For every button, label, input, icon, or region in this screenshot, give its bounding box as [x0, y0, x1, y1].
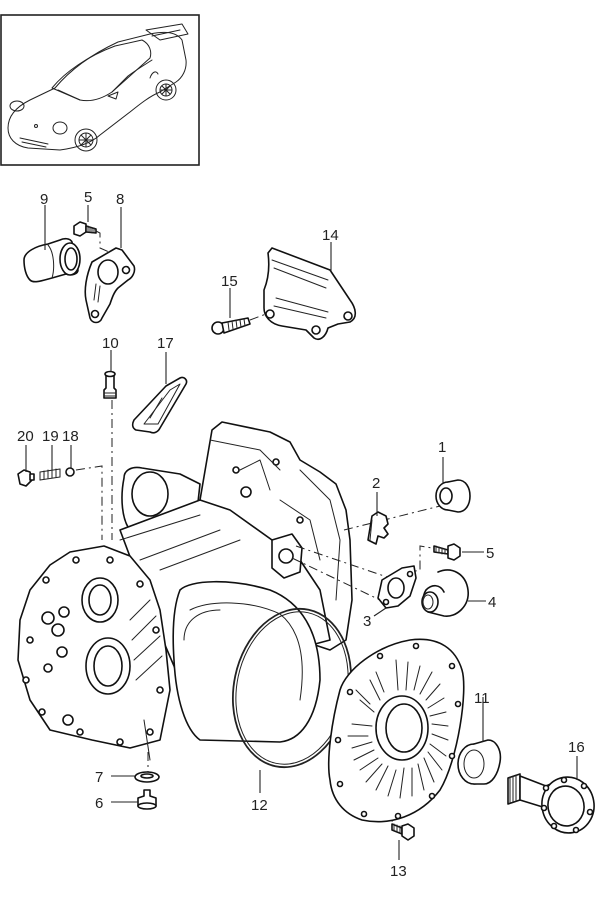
part-20-plug: [17, 469, 35, 487]
callout-labels: 1 2 3 4 5 5 6 7 8 9 10 11 12 13 14 15 16…: [17, 189, 585, 880]
callout-19: 19: [42, 428, 59, 445]
part-1-seal: [435, 479, 471, 513]
callout-18: 18: [62, 428, 79, 445]
part-11-seal: [457, 739, 502, 785]
callout-9: 9: [40, 191, 48, 208]
part-16-flange-shaft: [507, 773, 595, 834]
part-15-screw: [211, 313, 267, 335]
part-5-bolt-top: [73, 221, 119, 257]
part-17-cover: [131, 376, 188, 434]
part-7-washer: [134, 771, 160, 783]
part-6-plug: [137, 789, 157, 810]
part-3-flange: [377, 565, 417, 609]
car-icon: [7, 23, 189, 152]
callout-12: 12: [251, 797, 268, 814]
callout-3: 3: [363, 613, 371, 630]
callout-13: 13: [390, 863, 407, 880]
callout-16: 16: [568, 739, 585, 756]
part-19-spring: [39, 468, 61, 481]
leader-lines: [25, 205, 578, 860]
part-8-bracket: [84, 247, 136, 324]
callout-4: 4: [488, 594, 496, 611]
part-4-boot: [421, 569, 469, 617]
callout-14: 14: [322, 227, 339, 244]
part-5-bolt-right: [433, 543, 461, 561]
part-9-hose: [23, 237, 81, 283]
callout-2: 2: [372, 475, 380, 492]
callout-15: 15: [221, 273, 238, 290]
part-transmission-housing: [17, 421, 353, 761]
callout-6: 6: [95, 795, 103, 812]
part-2-clip: [367, 511, 389, 545]
part-18-ball: [65, 465, 103, 540]
callout-10: 10: [102, 335, 119, 352]
part-10-breather: [103, 370, 117, 540]
callout-11: 11: [474, 690, 490, 707]
callout-7: 7: [95, 769, 103, 786]
callout-1: 1: [438, 439, 446, 456]
part-cover-plate: [327, 638, 465, 823]
vehicle-thumbnail: [0, 14, 200, 166]
callout-5-right: 5: [486, 545, 494, 562]
part-13-bolt: [391, 823, 415, 841]
callout-20: 20: [17, 428, 34, 445]
callout-17: 17: [157, 335, 174, 352]
part-14-bracket: [263, 247, 357, 341]
callout-5-top: 5: [84, 189, 92, 206]
callout-8: 8: [116, 191, 124, 208]
